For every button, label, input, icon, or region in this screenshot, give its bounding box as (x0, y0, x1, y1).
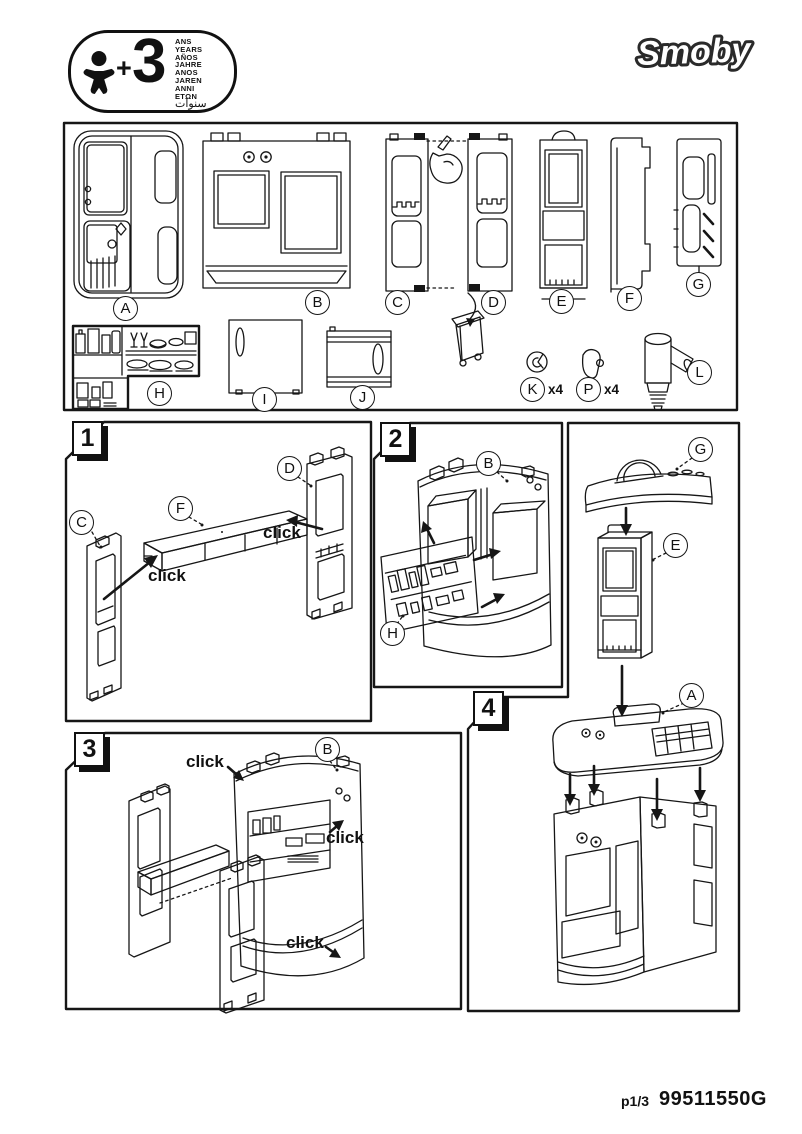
part-label-h-step2: H (380, 621, 405, 646)
part-label-e-overview: E (549, 289, 574, 314)
step1-box-border (64, 420, 373, 723)
step4-drawing (552, 457, 724, 986)
part-label-b-overview: B (305, 290, 330, 315)
part-label-a-step4: A (679, 683, 704, 708)
part-label-f-step1: F (168, 496, 193, 521)
click-label-step1-right: click (263, 523, 301, 542)
part-g-drawing (673, 138, 722, 273)
part-label-f-overview: F (617, 286, 642, 311)
part-label-g-overview: G (686, 272, 711, 297)
part-b-drawing (202, 132, 351, 289)
age-badge: + 3 ANS YEARS AÑOS JAHRE ANOS JAREN ANNI… (68, 27, 237, 113)
step4-box-border (466, 421, 741, 1013)
part-i-drawing (228, 319, 303, 395)
age-lang-arabic: سنوات (175, 98, 207, 111)
part-label-a-overview: A (113, 296, 138, 321)
smoby-logo: Smoby Smoby (633, 28, 756, 76)
part-label-k-overview: K (520, 377, 545, 402)
age-lang: ANS (175, 37, 192, 46)
part-label-d-step1: D (277, 456, 302, 481)
part-label-c-overview: C (385, 290, 410, 315)
footer-reference-code: 99511550G (659, 1088, 767, 1110)
part-label-d-overview: D (481, 290, 506, 315)
bin-part-drawing (451, 292, 485, 367)
age-lang: YEARS (175, 44, 203, 54)
part-label-c-step1: C (69, 510, 94, 535)
part-label-b-step3: B (315, 737, 340, 762)
part-k-quantity: x4 (548, 382, 564, 397)
step2-drawing (380, 457, 552, 658)
part-label-h-overview: H (147, 381, 172, 406)
step-4-number: 4 (473, 691, 504, 726)
parts-box-border (62, 121, 739, 412)
part-h-drawing (71, 324, 201, 411)
part-f-drawing (610, 137, 651, 293)
age-lang: ETΩN (175, 91, 198, 101)
part-label-l-overview: L (687, 360, 712, 385)
smoby-logo-outline: Smoby (636, 31, 753, 73)
click-label-step3-top: click (186, 752, 224, 771)
step3-box-border (64, 731, 463, 1011)
part-c-drawing (385, 133, 429, 292)
age-languages: ANS YEARS AÑOS JAHRE ANOS JAREN ANNI ETΩ… (175, 37, 207, 111)
step1-drawing (86, 446, 353, 702)
age-lang: ANNI (175, 83, 195, 93)
age-lang: JAREN (175, 75, 202, 85)
part-a-drawing (73, 130, 184, 299)
step-2-number: 2 (380, 422, 411, 457)
click-label-step3-bottom: click (286, 933, 324, 952)
part-e-drawing (539, 130, 588, 300)
step-3-number: 3 (74, 732, 105, 767)
part-label-g-step4: G (688, 437, 713, 462)
part-label-e-step4: E (663, 533, 688, 558)
age-number: 3 (132, 27, 167, 96)
step3-drawing (128, 752, 365, 1014)
part-label-j-overview: J (350, 385, 375, 410)
click-label-step1-left: click (148, 566, 186, 585)
age-plus: + (116, 53, 132, 83)
hand-insert-icon (426, 135, 468, 289)
child-figure-icon (83, 51, 115, 94)
step-1-number: 1 (72, 421, 103, 456)
smoby-logo-text: Smoby (636, 31, 753, 73)
part-d-drawing (467, 133, 513, 292)
part-label-i-overview: I (252, 387, 277, 412)
part-label-b-step2: B (476, 451, 501, 476)
part-p-drawing (581, 348, 605, 379)
footer-page-number: p1/3 (621, 1093, 650, 1109)
age-lang: AÑOS (175, 52, 198, 62)
age-lang: JAHRE (175, 60, 202, 70)
click-label-step3-right: click (326, 828, 364, 847)
part-j-drawing (326, 326, 392, 388)
part-p-quantity: x4 (604, 382, 620, 397)
age-lang: ANOS (175, 68, 198, 78)
part-k-drawing (526, 351, 548, 373)
part-label-p-overview: P (576, 377, 601, 402)
